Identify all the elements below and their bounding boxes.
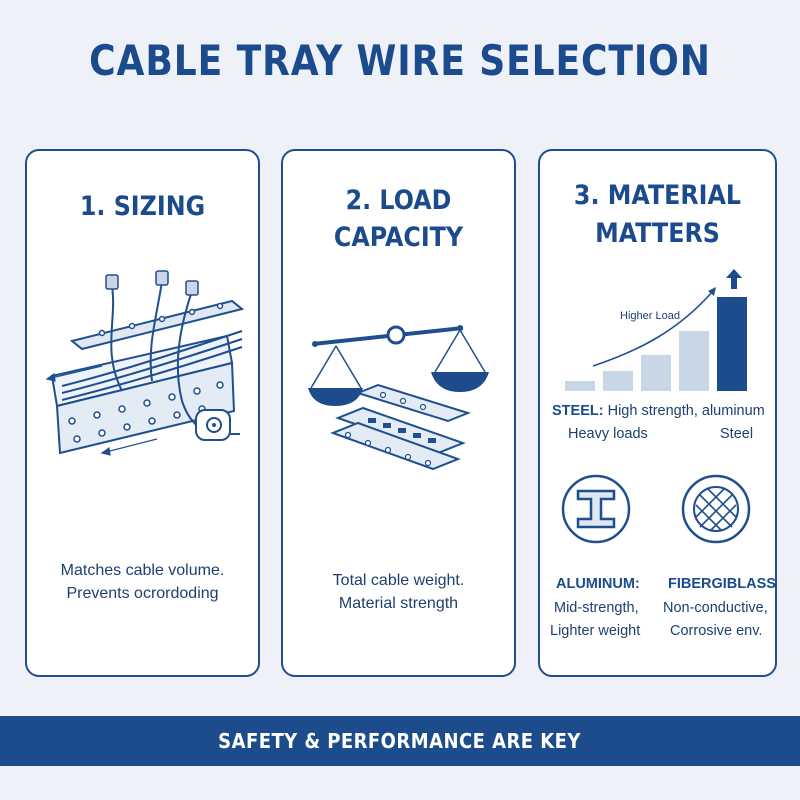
- sizing-line-1: Matches cable volume.: [60, 562, 225, 579]
- higher-load-label: Higher Load: [620, 310, 680, 322]
- fiberglass-line-2: Corrosive env.: [670, 623, 763, 639]
- load-heading-line-1: 2. LOAD: [345, 185, 452, 216]
- cable-tray-stack-icon: [330, 383, 471, 471]
- graph-bar-2: [603, 371, 633, 391]
- aluminum-label-text: ALUMINUM:: [556, 576, 640, 592]
- graph-bar-3: [641, 355, 671, 391]
- load-line-2: Material strength: [338, 595, 459, 612]
- balance-scale-icon: [308, 325, 489, 406]
- aluminum-line-2: Lighter weight: [550, 623, 641, 639]
- fiberglass-label-text: FIBERGIBLASS: [668, 576, 776, 592]
- aluminum-line-1: Mid-strength,: [554, 600, 639, 616]
- aluminum-label: ALUMINUM:: [556, 574, 640, 595]
- material-card: 3. MATERIAL MATTERS Higher Load STEEL: H…: [538, 149, 777, 677]
- tape-measure-icon: [195, 409, 240, 441]
- strength-bar-graph: Higher Load: [565, 287, 747, 391]
- load-capacity-card: 2. LOAD CAPACITY Total cable w: [281, 149, 516, 677]
- sizing-line-2: Prevents ocrordoding: [66, 585, 219, 602]
- page-title: CABLE TRAY WIRE SELECTION: [89, 36, 711, 85]
- steel-line-1: STEEL: High strength, aluminum: [552, 401, 765, 422]
- sizing-heading: 1. SIZING: [79, 191, 206, 222]
- sizing-description: Matches cable volume. Prevents ocrordodi…: [27, 559, 258, 605]
- steel-line-1-text: High strength, aluminum: [607, 403, 765, 419]
- graph-bar-1: [565, 381, 595, 391]
- footer-text: SAFETY & PERFORMANCE ARE KEY: [218, 729, 582, 753]
- cable-tray-icon: [45, 270, 245, 456]
- steel-line-2-left: Heavy loads: [568, 426, 648, 442]
- sizing-card: 1. SIZING: [25, 149, 260, 677]
- fiberglass-line-1: Non-conductive,: [663, 600, 768, 616]
- fiberglass-label: FIBERGIBLASS: [668, 574, 776, 595]
- steel-label: STEEL:: [552, 403, 604, 419]
- load-line-1: Total cable weight.: [332, 572, 465, 589]
- i-beam-icon: [561, 474, 631, 544]
- up-arrow-icon: [726, 269, 742, 289]
- graph-bar-5: [717, 297, 747, 391]
- material-heading-line-1: 3. MATERIAL: [573, 180, 742, 211]
- steel-line-2-right: Steel: [720, 426, 754, 442]
- graph-bar-4: [679, 331, 709, 391]
- material-heading-line-2: MATTERS: [595, 218, 720, 249]
- load-heading-line-2: CAPACITY: [333, 222, 464, 253]
- footer-banner: SAFETY & PERFORMANCE ARE KEY: [0, 716, 800, 766]
- fiberglass-mesh-icon: [681, 474, 751, 544]
- load-description: Total cable weight. Material strength: [283, 569, 514, 615]
